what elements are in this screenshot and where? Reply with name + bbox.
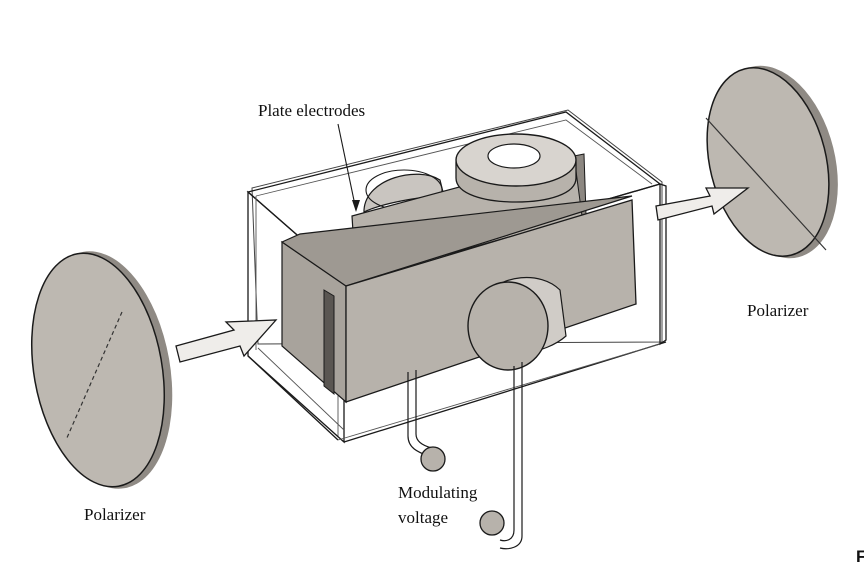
modulating-voltage-line-2: voltage [398,508,449,527]
front-plate-electrode [280,195,637,404]
top-ring-connector [455,133,577,203]
output-light-arrow [655,187,750,221]
modulating-voltage-label: Modulating voltage [398,480,477,530]
plate-electrodes-label: Plate electrodes [258,101,366,120]
input-light-arrow [175,319,278,363]
corner-mark: F [856,547,864,566]
front-electrode-connector [467,276,567,371]
modulating-wires [407,362,523,550]
polarizer-right [705,65,838,259]
polarizer-left-axis [65,311,123,441]
terminal-1 [420,446,446,472]
modulating-voltage-line-1: Modulating [398,483,478,502]
polarizer-left-label: Polarizer [84,505,146,524]
plate-electrodes-arrowhead [352,200,360,212]
polarizer-right-axis [705,117,827,251]
polarizer-right-label: Polarizer [747,301,809,320]
terminal-2 [479,510,505,536]
polarizer-left [30,251,173,489]
plate-electrodes-leader [337,123,357,211]
